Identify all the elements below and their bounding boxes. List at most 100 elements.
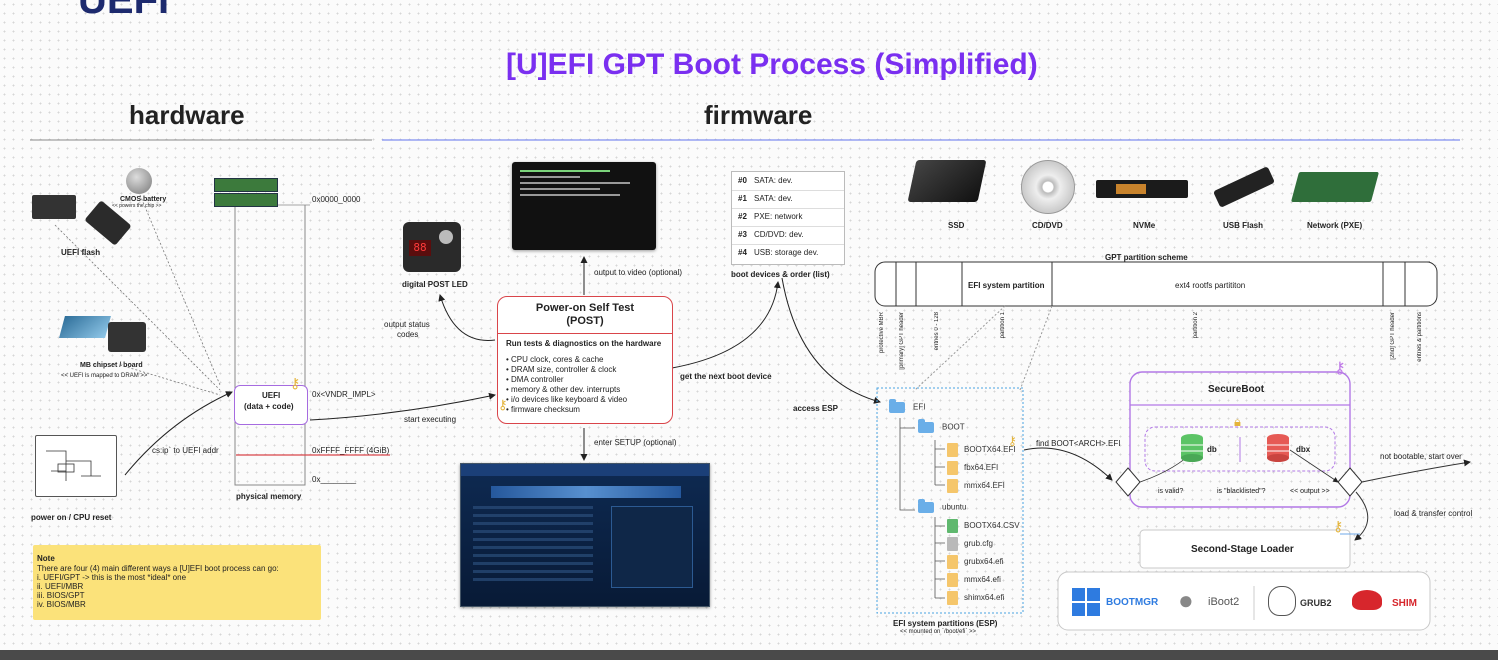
network-card-icon	[1290, 172, 1380, 202]
post-title-1: Power-on Self Test	[535, 302, 635, 314]
post-led-icon: 88	[403, 222, 461, 272]
redhat-logo-icon	[1352, 590, 1382, 610]
windows-logo-icon	[1072, 588, 1100, 616]
gpt-scheme-label: GPT partition scheme	[1105, 253, 1188, 262]
ram-stick-icon	[214, 178, 278, 192]
gpt-vlabel-1: protective MBR	[879, 312, 885, 354]
secureboot-key-icon: ⚷	[1334, 360, 1346, 377]
addr-4gb: 0xFFFF_FFFF (4GiB)	[312, 446, 390, 455]
loader-iboot2: iBoot2	[1208, 596, 1240, 608]
lock-icon: 🔒︎	[1234, 414, 1241, 429]
dbx-label: dbx	[1296, 445, 1311, 454]
file-icon	[947, 519, 958, 533]
cs-ip-label: cs:ip` to UEFI addr	[152, 446, 219, 455]
addr-end: 0x________	[312, 475, 357, 484]
second-stage-title: Second-Stage Loader	[1191, 544, 1294, 555]
cmos-battery-icon	[126, 168, 152, 194]
device-label-usb: USB Flash	[1223, 221, 1264, 230]
start-executing-label: start executing	[404, 415, 457, 424]
cmos-sub: << powers the chip >>	[112, 203, 162, 209]
find-boot-label: find BOOT<ARCH>.EFI	[1036, 439, 1121, 448]
file-icon	[947, 537, 958, 551]
not-bootable-label: not bootable, start over	[1380, 452, 1462, 461]
tree-folder-boot: BOOT	[918, 419, 965, 437]
nvme-icon	[1096, 180, 1188, 198]
folder-icon	[889, 399, 905, 413]
enter-setup-label: enter SETUP (optional)	[594, 438, 677, 447]
dvd-icon	[1021, 160, 1075, 214]
loader-shim: SHIM	[1392, 598, 1417, 609]
tree-file: BOOTX64.CSV	[947, 519, 1020, 534]
second-stage-key-icon: ⚷	[1333, 518, 1344, 534]
post-item-6: • firmware checksum	[506, 405, 580, 414]
cmos-label: CMOS battery	[120, 196, 167, 203]
post-box: Power-on Self Test (POST) Run tests & di…	[497, 296, 673, 424]
power-label: power on / CPU reset	[31, 513, 112, 522]
file-icon	[947, 555, 958, 569]
uefi-box-sub: (data + code)	[244, 402, 294, 411]
get-next-boot-label: get the next boot device	[680, 372, 772, 381]
output-status-label-2: codes	[397, 330, 419, 339]
folder-icon	[918, 499, 934, 513]
addr-vndr: 0x<VNDR_IMPL>	[312, 390, 376, 399]
post-subtitle: Run tests & diagnostics on the hardware	[506, 339, 662, 348]
file-icon	[947, 443, 958, 457]
post-item-5: • i/o devices like keyboard & video	[506, 395, 628, 404]
tree-file: mmx64.efi	[947, 573, 1001, 588]
bios-setup-screen-image	[460, 463, 710, 607]
key-icon: ⚷	[290, 375, 301, 391]
uefi-memory-block	[234, 385, 308, 425]
is-valid-label: is valid?	[1158, 488, 1184, 495]
access-esp-label: access ESP	[793, 404, 838, 413]
addr-top: 0x0000_0000	[312, 195, 361, 204]
device-label-ssd: SSD	[948, 221, 965, 230]
gpt-vlabel-3: entries 0 - 128	[934, 312, 940, 351]
db-label: db	[1207, 445, 1217, 454]
power-circuit-icon	[35, 435, 117, 497]
gpt-vlabel-6: [2nd] GPT header	[1390, 312, 1396, 360]
file-icon	[947, 573, 958, 587]
boot-devices-caption: boot devices & order (list)	[731, 270, 830, 279]
output-status-label: output status	[384, 320, 430, 329]
note-line-4: iii. BIOS/GPT	[37, 591, 85, 600]
uefi-flash-label: UEFI flash	[61, 248, 101, 257]
tree-folder-efi: EFI	[889, 399, 925, 417]
note-line-2: i. UEFI/GPT -> this is the most *ideal* …	[37, 573, 187, 582]
tree-folder-ubuntu: ubuntu	[918, 499, 966, 517]
flash-chip-icon	[32, 195, 76, 219]
section-hardware: hardware	[129, 100, 245, 130]
folder-icon	[918, 419, 934, 433]
tree-file: grub.cfg	[947, 537, 993, 552]
corner-title: UEFI	[78, 0, 170, 22]
note-box: Note There are four (4) main different w…	[33, 545, 321, 620]
chipset-icon	[59, 316, 111, 338]
blacklisted-label: is "blacklisted"?	[1217, 488, 1266, 495]
note-line-3: ii. UEFI/MBR	[37, 582, 84, 591]
post-item-1: • CPU clock, cores & cache	[506, 355, 604, 364]
post-item-2: • DRAM size, controller & clock	[506, 365, 617, 374]
esp-key-icon: ⚷	[1008, 434, 1017, 448]
note-line-1: There are four (4) main different ways a…	[37, 564, 279, 573]
gpt-vlabel-4: partition 1	[1000, 312, 1006, 339]
tree-file: shimx64.efi	[947, 591, 1004, 606]
chipset-sub: << UEFI is mapped to DRAM >>	[61, 373, 148, 379]
tree-file: grubx64.efi	[947, 555, 1004, 570]
chipset-label: MB chipset / board	[80, 362, 143, 369]
gpt-vlabel-2: [primary] GPT header	[899, 312, 905, 370]
efi-partition-label: EFI system partition	[968, 281, 1045, 290]
output-video-label: output to video (optional)	[594, 268, 683, 277]
output-label: << output >>	[1290, 488, 1330, 495]
terminal-screen-image	[512, 162, 656, 250]
gpt-vlabel-7: entries & partitions	[1417, 312, 1423, 362]
esp-caption-sub: << mounted on `/boot/efi` >>	[900, 629, 977, 635]
physical-memory-label: physical memory	[236, 492, 302, 501]
post-item-4: • memory & other dev. interrupts	[506, 385, 621, 394]
file-icon	[947, 461, 958, 475]
ram-stick-icon-2	[214, 193, 278, 207]
tree-file: fbx64.EFI	[947, 461, 998, 476]
